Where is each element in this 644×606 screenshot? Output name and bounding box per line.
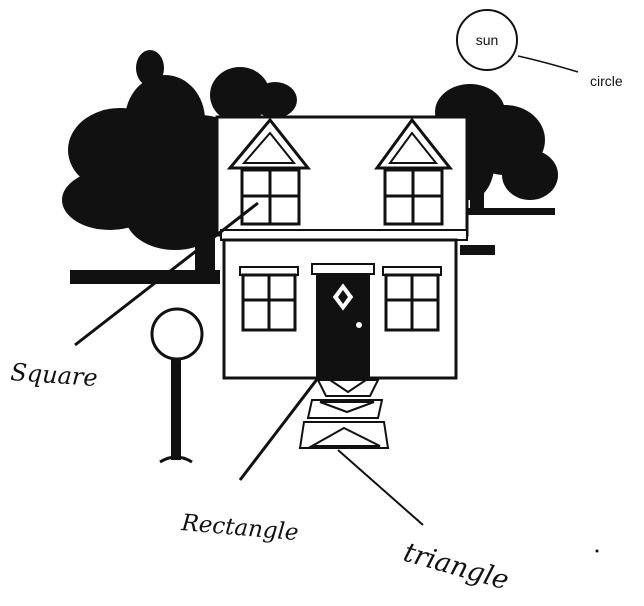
stray-dot xyxy=(596,550,599,553)
sun-label: sun xyxy=(476,32,499,48)
rectangle-label: Rectangle xyxy=(179,510,299,546)
house xyxy=(217,117,467,378)
square-label: Square xyxy=(10,358,99,392)
triangle-label: triangle xyxy=(400,537,512,597)
triangle-pointer xyxy=(338,450,423,525)
stone-path xyxy=(300,380,388,448)
lamp-post xyxy=(152,309,202,462)
lamp-globe xyxy=(152,309,202,359)
door-knob xyxy=(356,322,362,328)
circle-label: circle xyxy=(590,73,623,89)
circle-pointer xyxy=(518,56,578,72)
